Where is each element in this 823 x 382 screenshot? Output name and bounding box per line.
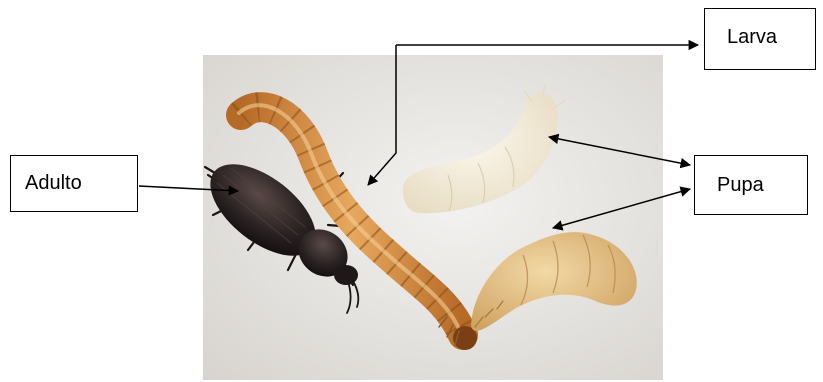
mealworm-life-cycle-photo — [203, 55, 663, 380]
adult-label-box: Adulto — [10, 155, 138, 212]
adult-label: Adulto — [25, 172, 82, 195]
larva-label: Larva — [727, 26, 777, 49]
pupa-label-box: Pupa — [694, 155, 808, 215]
pupa-label: Pupa — [717, 174, 764, 197]
larva-label-box: Larva — [704, 8, 816, 70]
